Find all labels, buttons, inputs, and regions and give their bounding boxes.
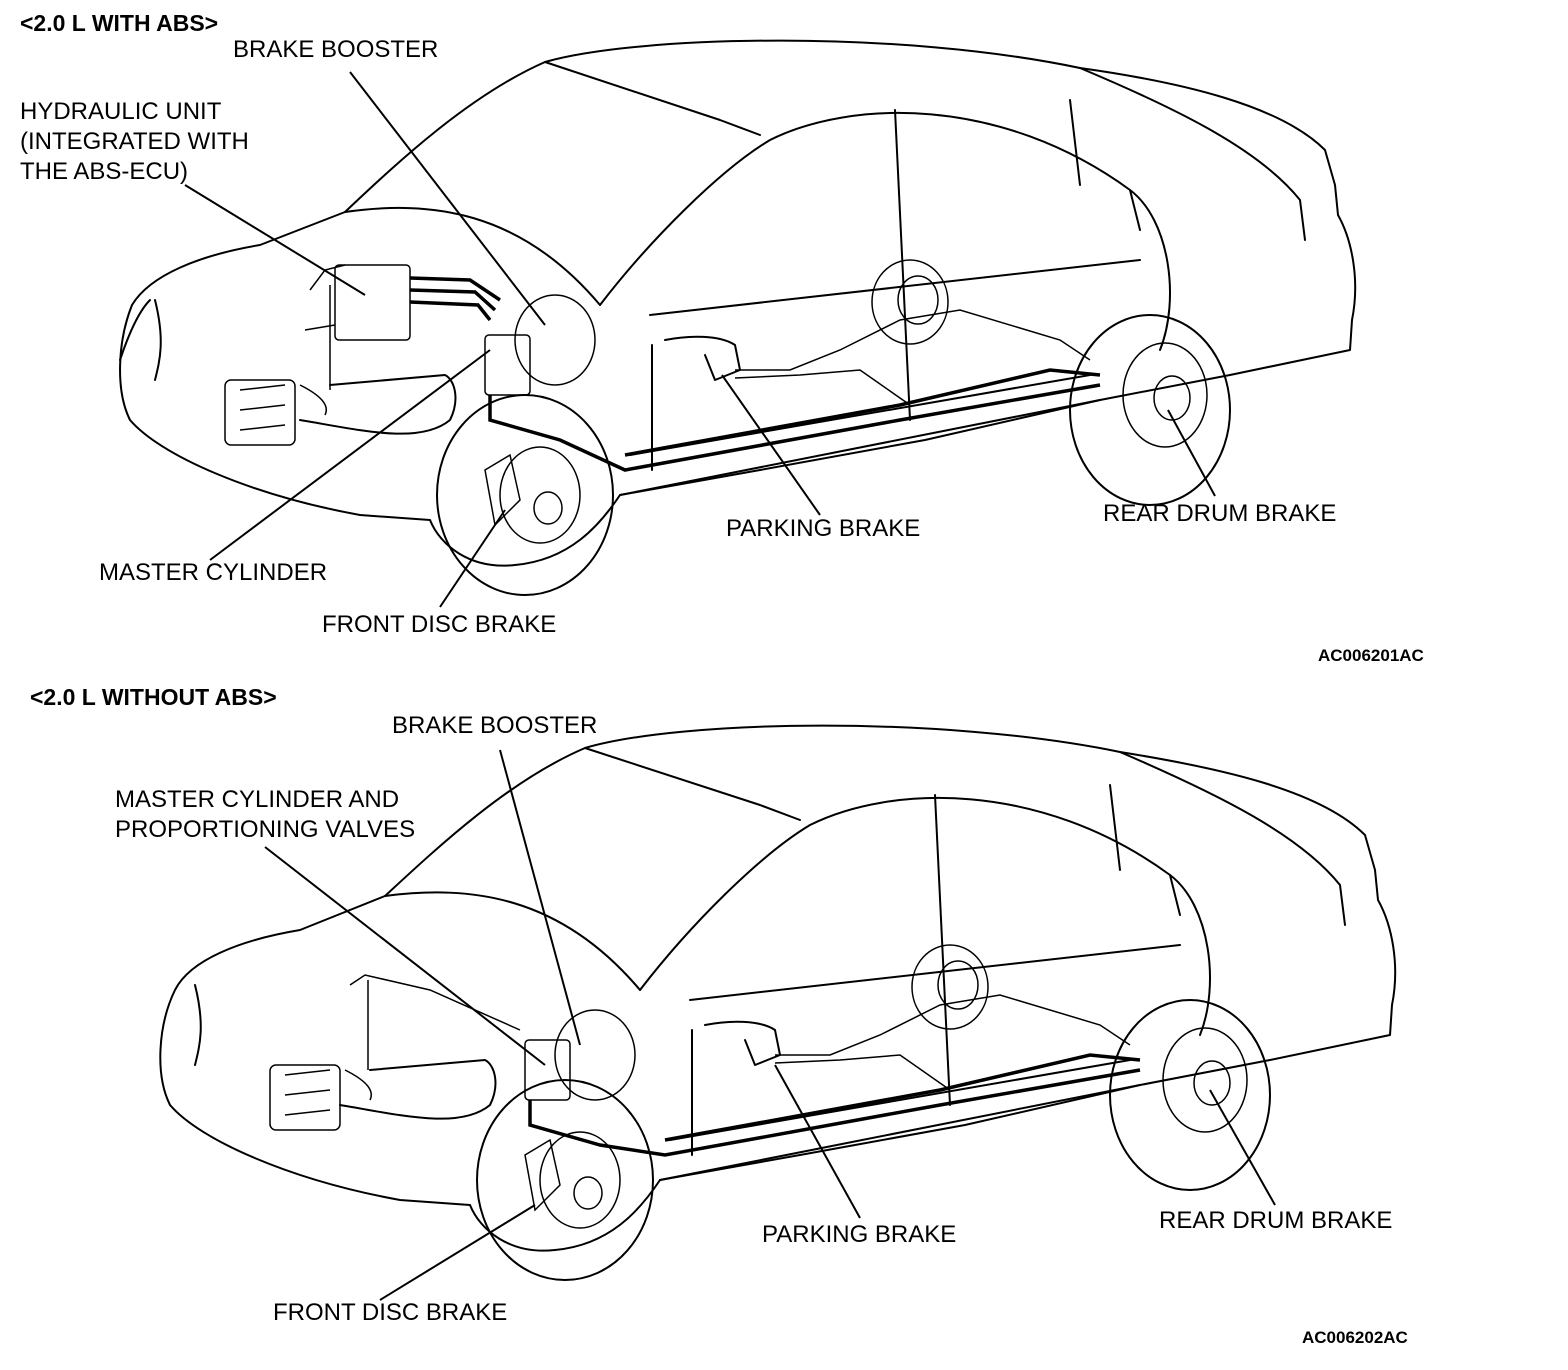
brake-booster xyxy=(555,1010,635,1100)
car-body-outline xyxy=(120,41,1355,566)
leader-hydraulic-unit xyxy=(185,185,365,295)
header-without-abs: <2.0 L WITHOUT ABS> xyxy=(30,684,277,710)
label-rear-drum-brake-abs: REAR DRUM BRAKE xyxy=(1103,500,1337,527)
leader-master-cylinder-valves xyxy=(265,847,545,1065)
label-master-cylinder-valves-line1: MASTER CYLINDER AND xyxy=(115,786,400,813)
parking-brake-lever xyxy=(705,1022,780,1065)
rear-wheel xyxy=(1110,1000,1270,1190)
label-rear-drum-brake-noabs: REAR DRUM BRAKE xyxy=(1159,1207,1393,1234)
parking-brake-lever xyxy=(665,337,740,380)
brake-booster xyxy=(515,295,595,385)
leader-brake-booster-abs xyxy=(350,72,545,325)
leader-rear-drum-noabs xyxy=(1210,1090,1275,1205)
label-master-cylinder-abs: MASTER CYLINDER xyxy=(99,559,328,586)
front-wheel xyxy=(477,1080,653,1280)
label-hydraulic-unit-line1: HYDRAULIC UNIT xyxy=(20,98,222,125)
label-parking-brake-abs: PARKING BRAKE xyxy=(726,515,921,542)
rear-wheel xyxy=(1070,315,1230,505)
master-cylinder xyxy=(485,335,530,395)
master-cylinder xyxy=(525,1040,570,1100)
rear-drum xyxy=(1123,343,1207,447)
label-brake-booster-abs: BRAKE BOOSTER xyxy=(233,36,439,63)
leader-rear-drum-abs xyxy=(1168,410,1215,496)
label-master-cylinder-valves-line2: PROPORTIONING VALVES xyxy=(115,816,416,843)
header-with-abs: <2.0 L WITH ABS> xyxy=(20,10,219,36)
leader-brake-booster-noabs xyxy=(500,750,580,1045)
leader-parking-brake-abs xyxy=(722,375,820,515)
label-hydraulic-unit-line2: (INTEGRATED WITH xyxy=(20,128,249,155)
label-front-disc-brake-abs: FRONT DISC BRAKE xyxy=(322,611,557,638)
figure-code-noabs: AC006202AC xyxy=(1302,1328,1408,1347)
leader-front-disc-noabs xyxy=(380,1205,535,1300)
leader-parking-brake-noabs xyxy=(775,1065,860,1218)
label-hydraulic-unit-line3: THE ABS-ECU) xyxy=(20,158,189,185)
leader-front-disc-abs xyxy=(440,510,505,607)
rear-drum xyxy=(1163,1028,1247,1132)
car-body-outline xyxy=(160,726,1395,1251)
label-parking-brake-noabs: PARKING BRAKE xyxy=(762,1221,957,1248)
figure-code-abs: AC006201AC xyxy=(1318,646,1424,665)
hydraulic-unit xyxy=(335,265,410,340)
leader-master-cylinder-abs xyxy=(210,350,490,560)
front-wheel xyxy=(437,395,613,595)
label-brake-booster-noabs: BRAKE BOOSTER xyxy=(392,712,598,739)
car-with-abs-drawing xyxy=(120,41,1355,595)
label-front-disc-brake-noabs: FRONT DISC BRAKE xyxy=(273,1299,508,1326)
